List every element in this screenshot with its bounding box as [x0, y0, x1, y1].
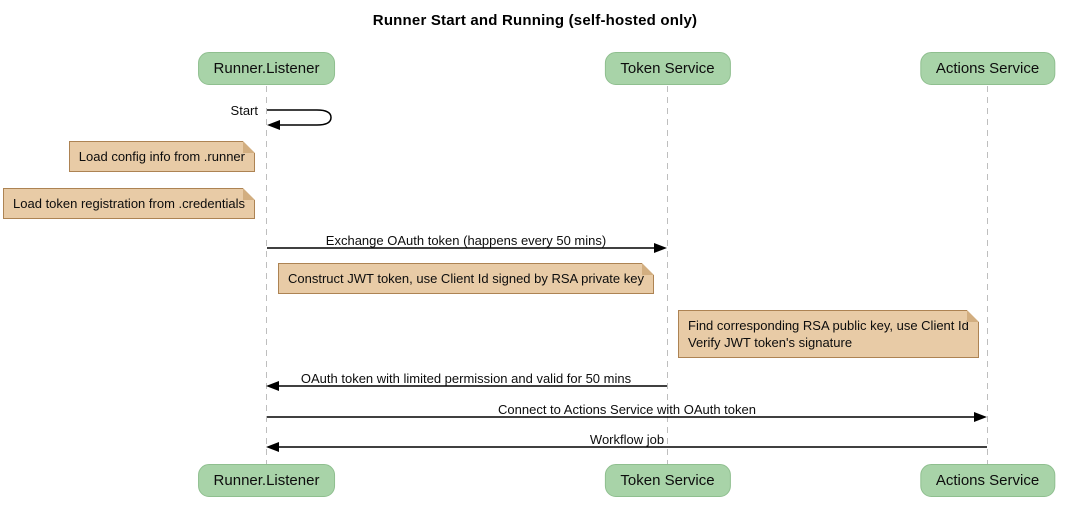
diagram-title: Runner Start and Running (self-hosted on…	[372, 12, 698, 29]
participant-token-service-bottom: Token Service	[604, 464, 731, 497]
note-load-token-registration: Load token registration from .credential…	[3, 188, 255, 219]
note-line: Verify JWT token's signature	[688, 335, 853, 350]
participant-actions-service-top: Actions Service	[919, 52, 1056, 85]
message-label-exchange-oauth: Exchange OAuth token (happens every 50 m…	[325, 233, 607, 248]
message-label-oauth-return: OAuth token with limited permission and …	[300, 371, 632, 386]
arrowhead-oauth-return	[266, 381, 279, 391]
note-load-config: Load config info from .runner	[68, 141, 256, 172]
message-label-connect-actions: Connect to Actions Service with OAuth to…	[498, 402, 756, 417]
message-label-workflow-job: Workflow job	[589, 432, 665, 447]
participant-token-service-top: Token Service	[604, 52, 731, 85]
arrowhead-start-self	[267, 120, 280, 130]
arrowhead-exchange-oauth	[654, 243, 667, 253]
participant-actions-service-bottom: Actions Service	[919, 464, 1056, 497]
participant-runner-listener-top: Runner.Listener	[197, 52, 336, 85]
arrowhead-workflow-job	[266, 442, 279, 452]
note-construct-jwt: Construct JWT token, use Client Id signe…	[278, 263, 654, 294]
arrow-start-self	[267, 109, 332, 126]
participant-runner-listener-bottom: Runner.Listener	[197, 464, 336, 497]
note-line: Find corresponding RSA public key, use C…	[688, 318, 969, 333]
message-label-start: Start	[230, 103, 258, 118]
arrowhead-connect-actions	[974, 412, 987, 422]
note-verify-jwt: Find corresponding RSA public key, use C…	[678, 310, 979, 358]
